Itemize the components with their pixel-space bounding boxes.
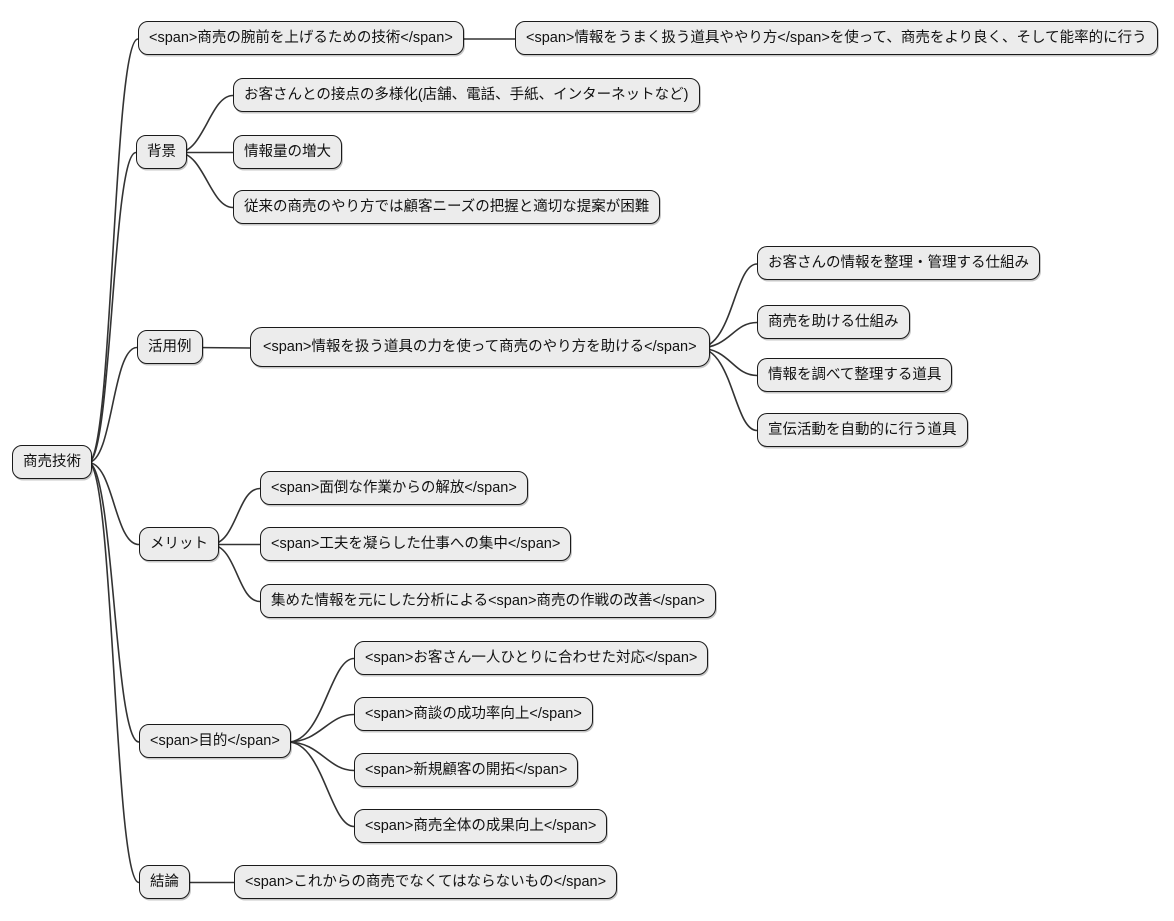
edge-purpose-3 [287, 741, 355, 772]
node-background: 背景 [136, 135, 187, 169]
node-purpose-child-1: <span>お客さん一人ひとりに合わせた対応</span> [354, 641, 709, 675]
edge-usecase-main [192, 346, 251, 349]
node-usecase: 活用例 [137, 330, 203, 364]
node-usecase-child-3: 情報を調べて整理する道具 [757, 358, 953, 392]
edge-root-purpose [87, 461, 140, 743]
node-usecase-child-2: 商売を助ける仕組み [757, 305, 910, 339]
node-merit: メリット [139, 527, 219, 561]
edge-root-merit [87, 461, 140, 546]
node-background-child-2: 情報量の増大 [233, 135, 342, 169]
edge-purpose-2 [287, 713, 355, 743]
edge-purpose-4 [287, 741, 355, 828]
node-background-child-1: お客さんとの接点の多様化(店舗、電話、手紙、インターネットなど) [233, 78, 700, 112]
node-merit-child-3: 集めた情報を元にした分析による<span>商売の作戦の改善</span> [260, 584, 716, 618]
node-background-child-3: 従来の商売のやり方では顧客ニーズの把握と適切な提案が困難 [233, 190, 661, 224]
edge-purpose-1 [287, 657, 355, 743]
node-usecase-child-1: お客さんの情報を整理・管理する仕組み [757, 246, 1040, 280]
node-definition-detail: <span>情報をうまく扱う道具ややり方</span>を使って、商売をより良く、… [515, 21, 1158, 55]
node-usecase-child-4: 宣伝活動を自動的に行う道具 [757, 413, 968, 447]
node-root: 商売技術 [12, 445, 92, 479]
node-purpose-child-2: <span>商談の成功率向上</span> [354, 697, 593, 731]
node-usecase-main: <span>情報を扱う道具の力を使って商売のやり方を助ける</span> [250, 327, 710, 367]
edge-root-definition [87, 38, 139, 464]
node-conclusion: 結論 [139, 865, 190, 899]
edge-root-background [87, 151, 137, 464]
node-conclusion-child-1: <span>これからの商売でなくてはならないもの</span> [234, 865, 618, 899]
node-purpose: <span>目的</span> [139, 724, 291, 758]
node-purpose-child-3: <span>新規顧客の開拓</span> [354, 753, 579, 787]
node-merit-child-1: <span>面倒な作業からの解放</span> [260, 471, 528, 505]
node-definition: <span>商売の腕前を上げるための技術</span> [138, 21, 464, 55]
node-merit-child-2: <span>工夫を凝らした仕事への集中</span> [260, 527, 572, 561]
edge-root-usecase [87, 346, 138, 464]
node-purpose-child-4: <span>商売全体の成果向上</span> [354, 809, 608, 843]
edge-root-conclusion [87, 461, 140, 884]
